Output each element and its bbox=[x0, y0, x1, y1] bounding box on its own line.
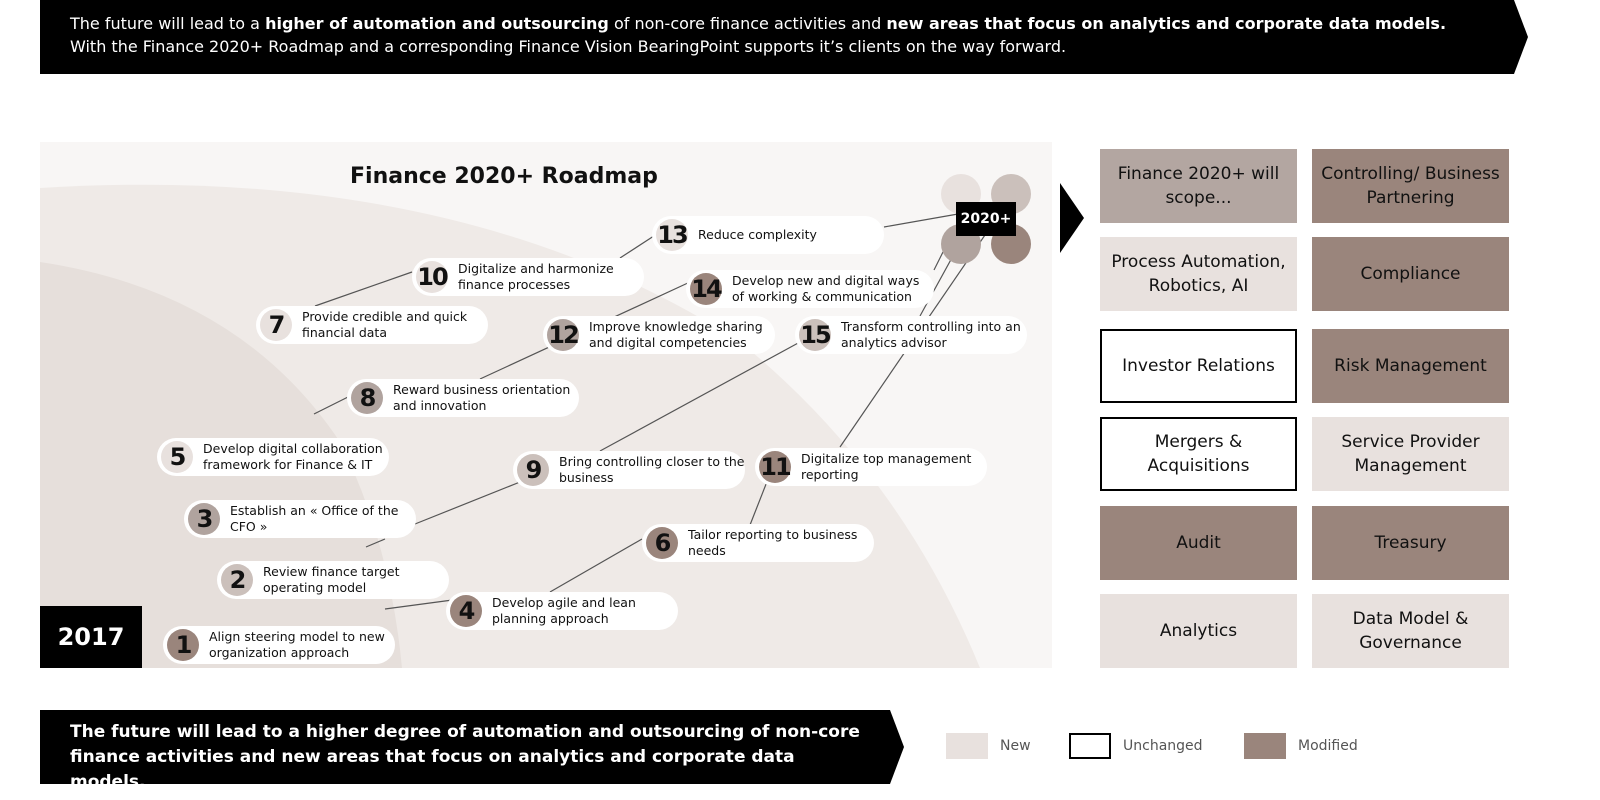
roadmap-item-10: 10 Digitalize and harmonize finance proce… bbox=[412, 258, 644, 296]
legend-label: Modified bbox=[1298, 738, 1358, 754]
roadmap-title: Finance 2020+ Roadmap bbox=[350, 164, 658, 189]
roadmap-item-5: 5 Develop digital collaboration framework… bbox=[157, 438, 389, 476]
roadmap-item-14: 14 Develop new and digital ways of workin… bbox=[686, 270, 934, 308]
scope-cell: Treasury bbox=[1312, 506, 1509, 580]
roadmap-item-1: 1 Align steering model to new organizatio… bbox=[163, 626, 395, 664]
banner-bold: new areas that focus on analytics and co… bbox=[886, 14, 1447, 33]
step-number: 5 bbox=[161, 441, 193, 473]
legend-label: Unchanged bbox=[1123, 738, 1203, 754]
step-text: Reward business orientation and innovati… bbox=[393, 382, 571, 413]
scope-cell: Controlling/ Business Partnering bbox=[1312, 149, 1509, 223]
scope-cell: Compliance bbox=[1312, 237, 1509, 311]
scope-cell: Mergers & Acquisitions bbox=[1100, 417, 1297, 491]
top-banner: The future will lead to a higher of auto… bbox=[40, 0, 1528, 74]
roadmap-item-13: 13 Reduce complexity bbox=[652, 216, 884, 254]
step-number: 7 bbox=[260, 309, 292, 341]
step-text: Establish an « Office of the CFO » bbox=[230, 503, 399, 534]
legend-swatch bbox=[1244, 733, 1286, 759]
step-text: Review finance target operating model bbox=[263, 564, 400, 595]
scope-cell: Data Model & Governance bbox=[1312, 594, 1509, 668]
scope-cell: Risk Management bbox=[1312, 329, 1509, 403]
step-number: 15 bbox=[799, 319, 832, 351]
scope-cell: Service Provider Management bbox=[1312, 417, 1509, 491]
roadmap-item-12: 12 Improve knowledge sharing and digital … bbox=[543, 316, 775, 354]
step-number: 2 bbox=[221, 564, 253, 596]
step-number: 12 bbox=[547, 319, 580, 351]
banner-text: The future will lead to a bbox=[70, 14, 266, 33]
roadmap-item-4: 4 Develop agile and lean planning approac… bbox=[446, 592, 678, 630]
step-number: 8 bbox=[351, 382, 383, 414]
bottom-banner: The future will lead to a higher degree … bbox=[40, 710, 904, 784]
roadmap-item-9: 9 Bring controlling closer to the busines… bbox=[513, 451, 745, 489]
legend-swatch bbox=[1069, 733, 1111, 759]
step-text: Bring controlling closer to the business bbox=[559, 454, 745, 485]
step-number: 4 bbox=[450, 595, 482, 627]
step-number: 10 bbox=[416, 261, 449, 293]
scope-cell: Investor Relations bbox=[1100, 329, 1297, 403]
step-text: Digitalize top management reporting bbox=[801, 451, 972, 482]
roadmap-item-8: 8 Reward business orientation and innovat… bbox=[347, 379, 579, 417]
banner-line-2: With the Finance 2020+ Roadmap and a cor… bbox=[70, 37, 1067, 56]
step-text: Develop digital collaboration framework … bbox=[203, 441, 383, 472]
roadmap-item-6: 6 Tailor reporting to business needs bbox=[642, 524, 874, 562]
roadmap-item-7: 7 Provide credible and quick financial da… bbox=[256, 306, 488, 344]
step-number: 3 bbox=[188, 503, 220, 535]
step-number: 6 bbox=[646, 527, 678, 559]
step-text: Reduce complexity bbox=[698, 227, 817, 242]
banner-text: of non-core finance activities and bbox=[608, 14, 887, 33]
step-text: Improve knowledge sharing and digital co… bbox=[589, 319, 763, 350]
banner-bold: higher of automation and outsourcing bbox=[265, 14, 609, 33]
step-number: 13 bbox=[656, 219, 689, 251]
step-number: 9 bbox=[517, 454, 549, 486]
roadmap-item-11: 11 Digitalize top management reporting bbox=[755, 448, 987, 486]
roadmap-panel: Finance 2020+ Roadmap 2020+ 2017 1 Align … bbox=[40, 142, 1052, 668]
step-number: 1 bbox=[167, 629, 199, 661]
step-text: Align steering model to new organization… bbox=[209, 629, 385, 660]
step-text: Develop agile and lean planning approach bbox=[492, 595, 636, 626]
step-text: Develop new and digital ways of working … bbox=[732, 273, 920, 304]
step-text: Digitalize and harmonize finance process… bbox=[458, 261, 614, 292]
scope-cell: Process Automation, Robotics, AI bbox=[1100, 237, 1297, 311]
scope-cell: Finance 2020+ will scope... bbox=[1100, 149, 1297, 223]
roadmap-item-3: 3 Establish an « Office of the CFO » bbox=[184, 500, 416, 538]
year-2020-label: 2020+ bbox=[956, 202, 1016, 236]
legend-label: New bbox=[1000, 738, 1031, 754]
scope-cell: Audit bbox=[1100, 506, 1297, 580]
step-text: Provide credible and quick financial dat… bbox=[302, 309, 468, 340]
arrow-right-icon bbox=[1060, 183, 1084, 253]
step-number: 11 bbox=[759, 451, 792, 483]
legend-swatch bbox=[946, 733, 988, 759]
roadmap-item-15: 15 Transform controlling into an analytic… bbox=[795, 316, 1027, 354]
step-text: Transform controlling into an analytics … bbox=[841, 319, 1021, 350]
legend-modified: Modified bbox=[1244, 733, 1358, 759]
roadmap-item-2: 2 Review finance target operating model bbox=[217, 561, 449, 599]
scope-cell: Analytics bbox=[1100, 594, 1297, 668]
step-number: 14 bbox=[690, 273, 723, 305]
step-text: Tailor reporting to business needs bbox=[688, 527, 858, 558]
legend-new: New bbox=[946, 733, 1031, 759]
year-2017-label: 2017 bbox=[40, 606, 142, 668]
legend-unchanged: Unchanged bbox=[1069, 733, 1203, 759]
